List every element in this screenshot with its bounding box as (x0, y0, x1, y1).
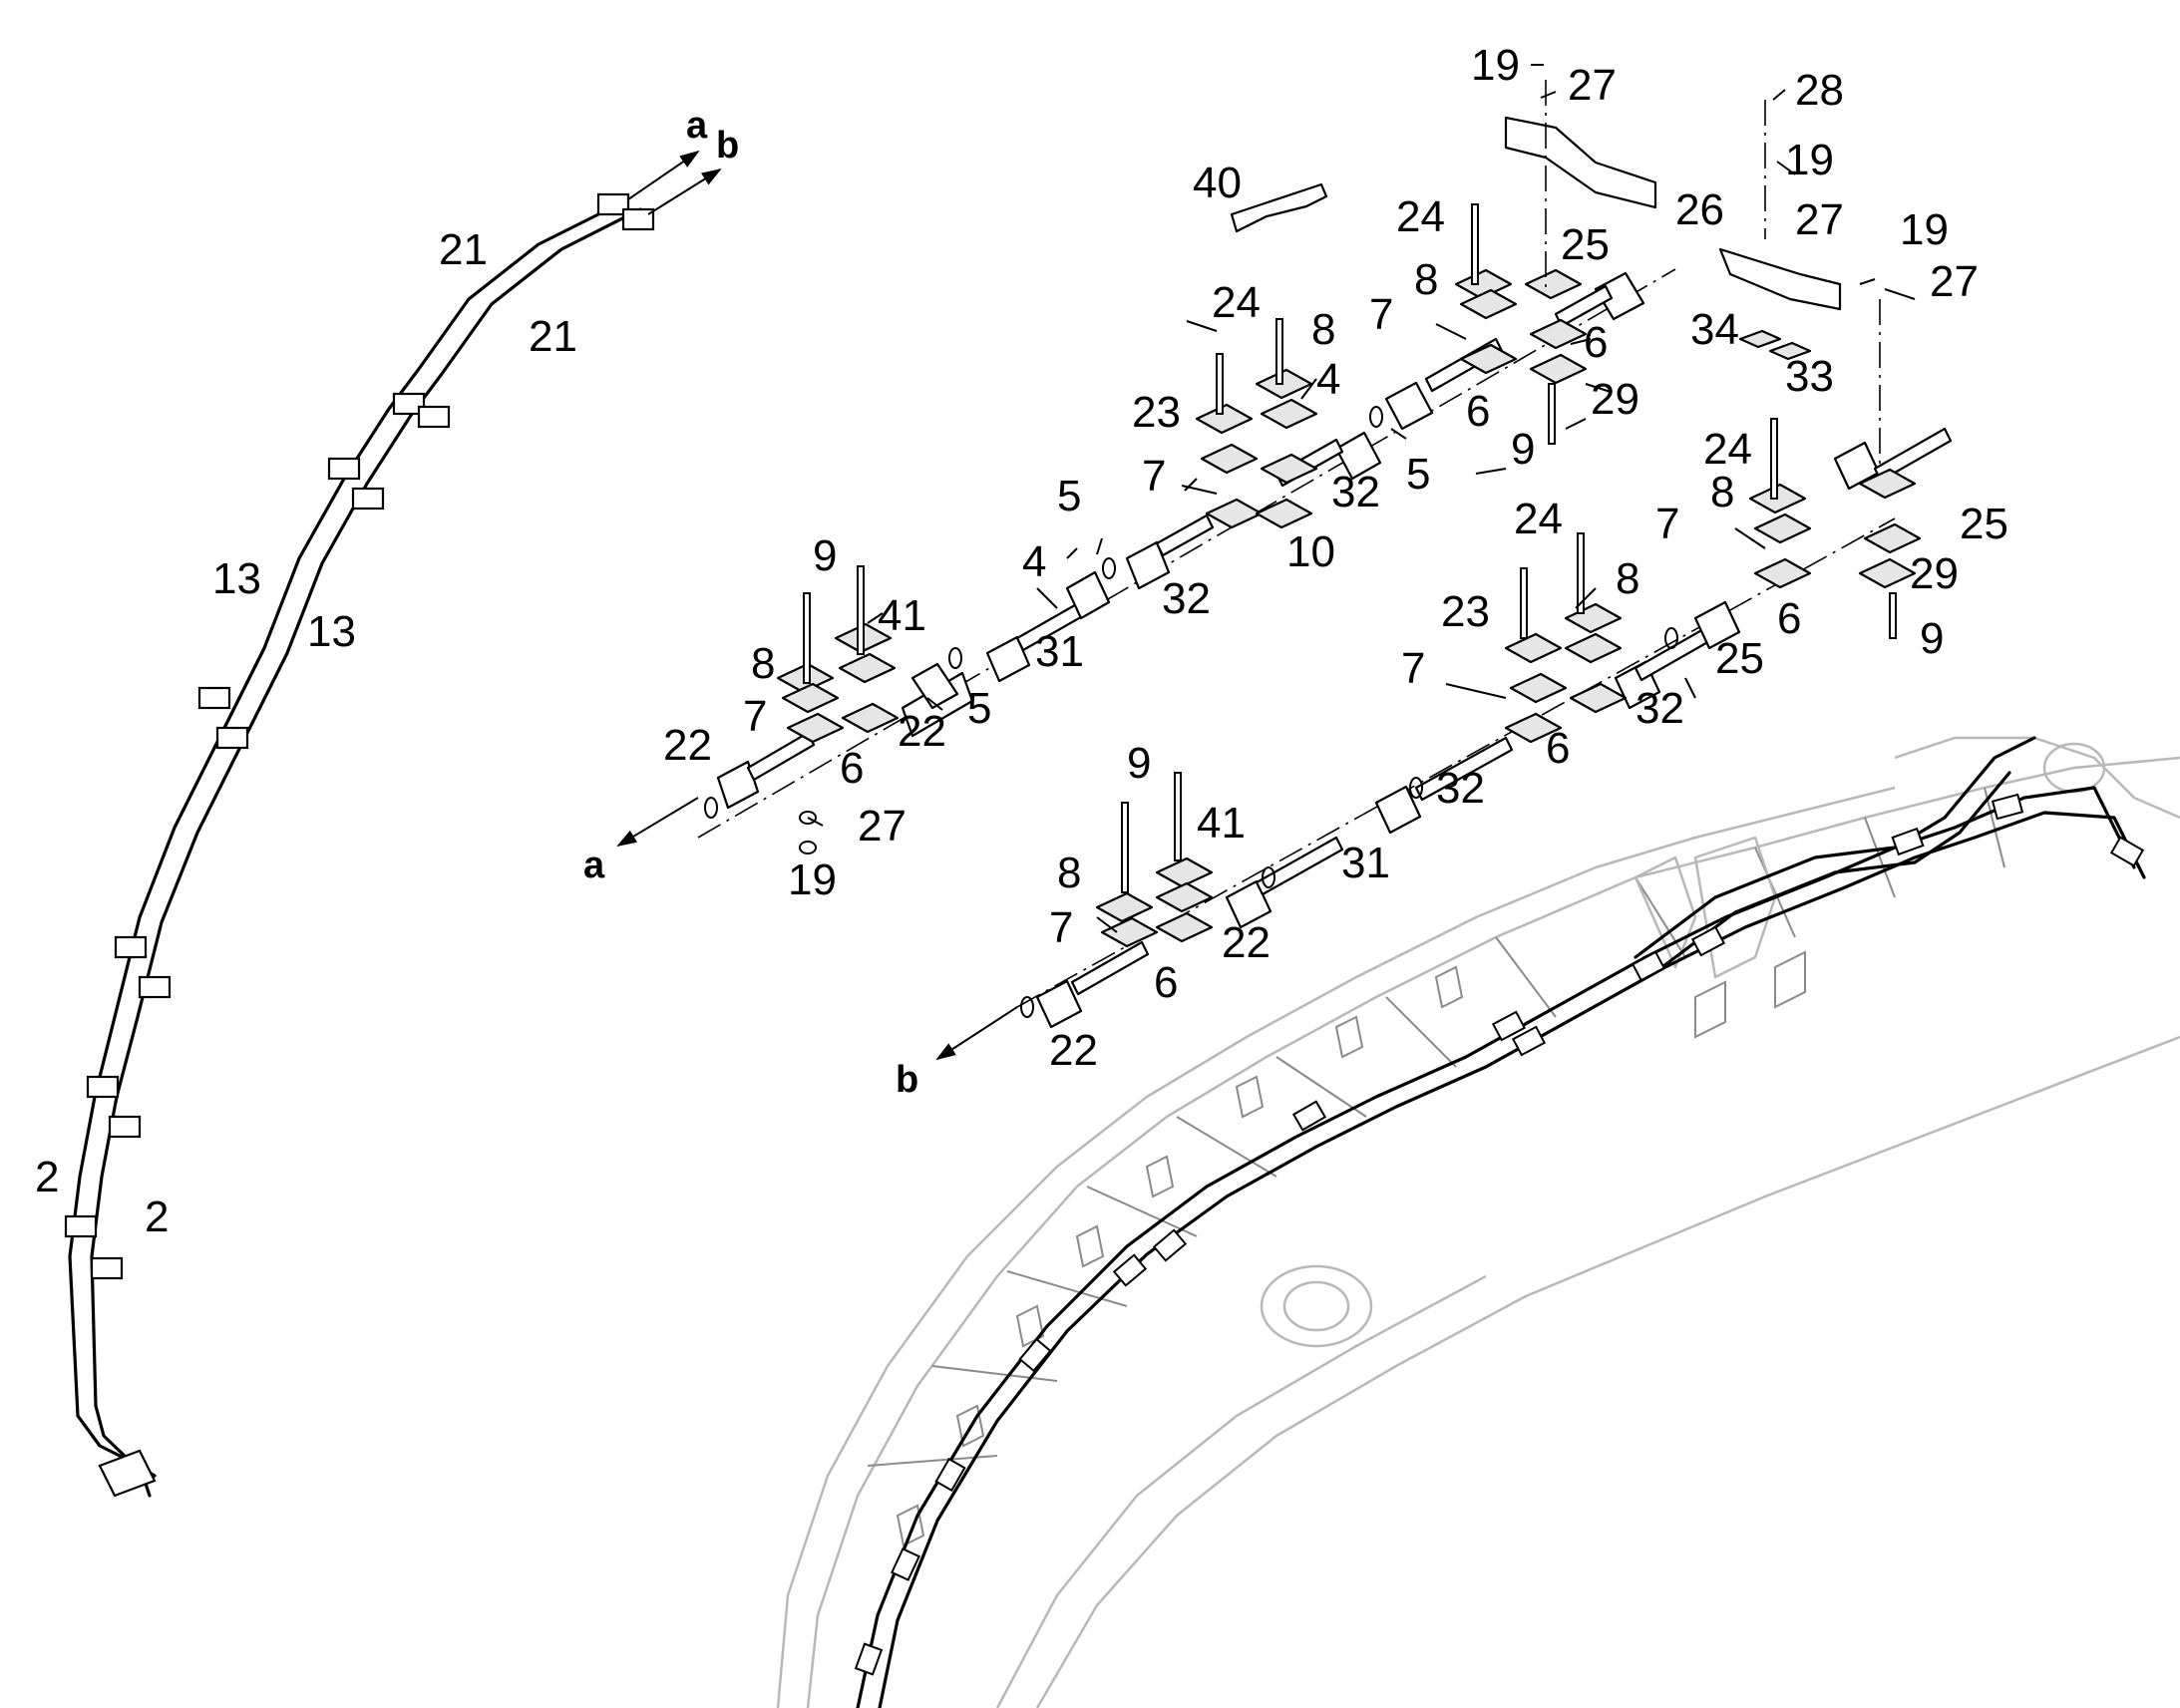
callout-6: 6 (1154, 958, 1178, 1007)
callout-22: 22 (898, 707, 946, 756)
callout-24: 24 (1703, 425, 1752, 474)
callout-40: 40 (1193, 159, 1242, 207)
boom-outline (776, 736, 2180, 1708)
letter-b: b (896, 1059, 918, 1101)
callout-9: 9 (1920, 614, 1944, 663)
callout-19: 19 (1900, 205, 1949, 254)
callout-41: 41 (878, 591, 926, 640)
callout-8: 8 (1414, 255, 1438, 304)
callout-6: 6 (840, 744, 864, 793)
callout-9: 9 (1511, 425, 1535, 474)
callout-27: 27 (1795, 195, 1844, 244)
callout-8: 8 (751, 639, 775, 688)
lower-exploded-line (935, 418, 1953, 1061)
callout-23: 23 (1132, 388, 1181, 437)
callout-28: 28 (1795, 66, 1844, 115)
callout-6: 6 (1777, 594, 1801, 643)
callout-32: 32 (1162, 574, 1211, 623)
callout-27: 27 (858, 802, 907, 851)
letter-b: b (716, 125, 739, 167)
callout-24: 24 (1396, 192, 1445, 241)
callout-32: 32 (1436, 764, 1485, 813)
callout-27: 27 (1930, 257, 1979, 306)
callout-6: 6 (1584, 318, 1608, 367)
callout-2: 2 (35, 1153, 59, 1201)
callout-7: 7 (1369, 290, 1393, 339)
callout-27: 27 (1568, 61, 1617, 110)
callout-6: 6 (1466, 387, 1490, 436)
callout-21: 21 (439, 225, 488, 274)
callout-8: 8 (1616, 554, 1639, 603)
callout-29: 29 (1591, 375, 1639, 424)
callout-26: 26 (1675, 185, 1724, 234)
direction-letters: a b a b (583, 105, 918, 1101)
callout-23: 23 (1441, 587, 1490, 636)
callout-31: 31 (1035, 627, 1084, 676)
callout-7: 7 (743, 692, 767, 741)
callout-9: 9 (813, 531, 837, 580)
callout-5: 5 (1406, 450, 1430, 499)
callout-32: 32 (1331, 468, 1380, 516)
letter-a: a (686, 105, 708, 147)
callout-19: 19 (1471, 41, 1520, 90)
callout-9: 9 (1127, 739, 1151, 788)
callout-33: 33 (1785, 352, 1834, 401)
left-hose-assembly (64, 150, 722, 1498)
callout-7: 7 (1142, 452, 1166, 501)
callout-8: 8 (1710, 468, 1734, 516)
callout-41: 41 (1197, 799, 1246, 848)
callout-25: 25 (1561, 220, 1610, 269)
callout-13: 13 (307, 607, 356, 656)
callout-8: 8 (1057, 849, 1081, 897)
callout-5: 5 (967, 684, 991, 733)
callout-25: 25 (1715, 634, 1764, 683)
callout-22: 22 (1222, 918, 1271, 967)
callout-19: 19 (788, 855, 837, 904)
callout-22: 22 (1049, 1026, 1098, 1075)
callout-8: 8 (1311, 305, 1335, 354)
callout-25: 25 (1960, 500, 2008, 548)
leader-lines (807, 64, 1916, 933)
callout-7: 7 (1401, 644, 1425, 693)
callout-10: 10 (1286, 527, 1335, 576)
callout-22: 22 (663, 721, 712, 770)
callout-34: 34 (1690, 305, 1739, 354)
upper-exploded-line (616, 80, 1881, 854)
callout-29: 29 (1910, 549, 1959, 598)
callout-4: 4 (1316, 355, 1340, 404)
callout-24: 24 (1212, 278, 1261, 327)
callout-7: 7 (1049, 903, 1073, 952)
callout-21: 21 (529, 312, 577, 361)
callout-7: 7 (1655, 500, 1679, 548)
letter-a: a (583, 845, 605, 886)
callout-31: 31 (1341, 839, 1390, 887)
callout-4: 4 (1022, 537, 1046, 586)
callout-19: 19 (1785, 136, 1834, 184)
callout-6: 6 (1546, 724, 1570, 773)
callout-24: 24 (1514, 495, 1563, 543)
callout-13: 13 (212, 554, 261, 603)
callout-2: 2 (145, 1193, 169, 1241)
boom-hose-routing (854, 736, 2146, 1708)
callout-5: 5 (1057, 472, 1081, 520)
callout-labels: 21 21 13 13 2 2 40 19 27 26 24 8 25 7 6 … (35, 41, 2008, 1241)
callout-32: 32 (1635, 684, 1684, 733)
